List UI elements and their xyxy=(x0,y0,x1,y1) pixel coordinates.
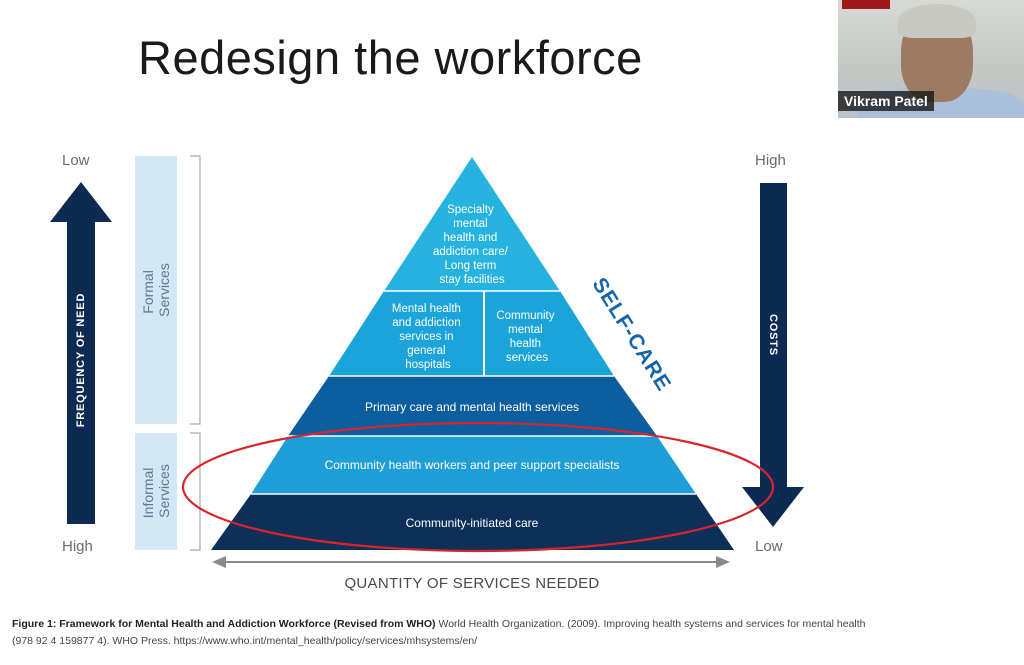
apex-line-3: health and xyxy=(444,232,498,244)
right-top-label: High xyxy=(755,152,786,169)
apex-line-6: stay facilities xyxy=(439,274,504,286)
tier2-right-line-1: Community xyxy=(496,310,554,322)
tier5-label: Community-initiated care xyxy=(406,516,539,530)
tier-primary-care xyxy=(288,376,657,436)
informal-services-text: Informal xyxy=(140,468,156,519)
left-bottom-label: High xyxy=(62,538,93,555)
logo-icon xyxy=(842,0,890,9)
highlight-ellipse xyxy=(181,421,775,553)
costs-arrow: COSTS xyxy=(742,183,804,527)
figure-caption: Figure 1: Framework for Mental Health an… xyxy=(12,616,1017,650)
formal-services-text: Formal xyxy=(140,270,156,314)
participant-name: Vikram Patel xyxy=(838,91,934,111)
left-top-label: Low xyxy=(62,152,90,169)
slide-title: Redesign the workforce xyxy=(138,31,643,84)
apex-line-1: Specialty xyxy=(447,204,494,216)
frequency-of-need-arrow: FREQUENCY OF NEED xyxy=(50,182,112,524)
informal-services-text-line-2: Services xyxy=(156,464,172,518)
tier2-left-label: Mental health and addiction services in … xyxy=(392,303,464,371)
tier3-label: Primary care and mental health services xyxy=(365,400,579,414)
tier2-left-line-2: and addiction xyxy=(392,317,460,329)
tier-apex xyxy=(384,157,560,291)
tier2-left-line-1: Mental health xyxy=(392,303,461,315)
quantity-of-services-label: QUANTITY OF SERVICES NEEDED xyxy=(344,575,599,592)
caption-line-1: World Health Organization. (2009). Impro… xyxy=(438,618,866,630)
tier2-right-line-4: services xyxy=(506,352,548,364)
tier2-right-line-2: mental xyxy=(508,324,543,336)
frequency-of-need-label: FREQUENCY OF NEED xyxy=(75,293,87,427)
apex-line-2: mental xyxy=(453,218,488,230)
tier2-right-line-3: health xyxy=(510,338,541,350)
right-bottom-label: Low xyxy=(755,538,783,555)
tier2-right-label: Community mental health services xyxy=(496,310,557,364)
apex-label: Specialty mental health and addiction ca… xyxy=(433,204,511,286)
tier2-left-line-5: hospitals xyxy=(405,359,451,371)
apex-line-4: addiction care/ xyxy=(433,246,509,258)
webcam-video-tile[interactable]: Vikram Patel xyxy=(838,0,1024,118)
caption-title: Figure 1: Framework for Mental Health an… xyxy=(12,618,436,630)
apex-line-5: Long term xyxy=(445,260,497,272)
pyramid: Specialty mental health and addiction ca… xyxy=(211,157,734,550)
tier-community-initiated-care xyxy=(211,494,734,550)
formal-services-group: Formal Services xyxy=(135,155,201,425)
tier-community-health-workers xyxy=(251,436,696,494)
informal-services-group: Informal Services xyxy=(135,432,201,551)
quantity-of-services-arrow xyxy=(212,556,730,568)
formal-services-label: Formal Services xyxy=(140,263,172,317)
formal-services-text-line-2: Services xyxy=(156,263,172,317)
costs-label: COSTS xyxy=(767,314,779,356)
tier-specialised-services xyxy=(329,291,614,376)
caption-line-2: (978 92 4 159877 4). WHO Press. https://… xyxy=(12,635,478,647)
presenter-hair xyxy=(898,4,976,38)
informal-services-label: Informal Services xyxy=(140,464,172,518)
tier4-label: Community health workers and peer suppor… xyxy=(325,458,620,472)
tier2-left-line-3: services in xyxy=(399,331,453,343)
tier2-left-line-4: general xyxy=(407,345,445,357)
